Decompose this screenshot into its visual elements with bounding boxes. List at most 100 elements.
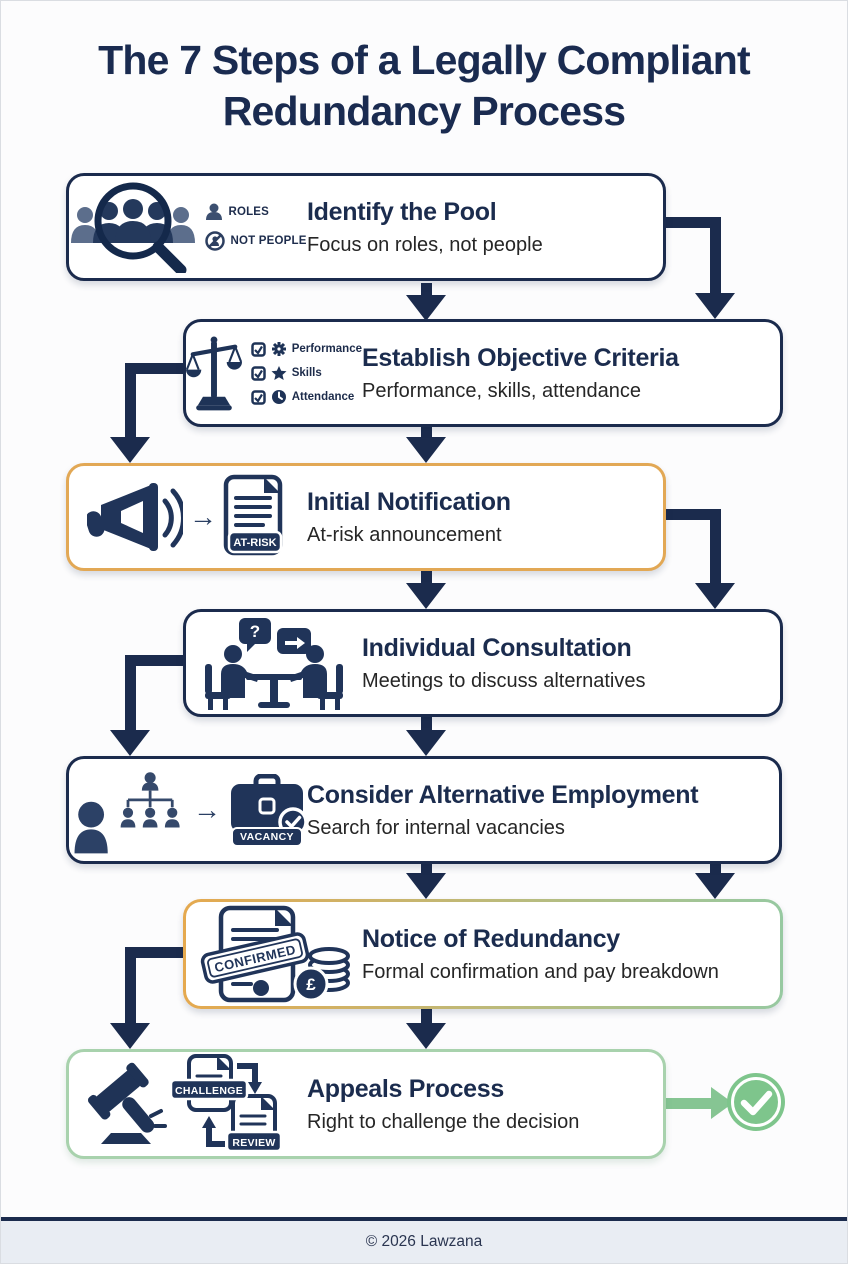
connector-elbow-right-1-v bbox=[710, 217, 721, 293]
connector-elbow-left-2-head bbox=[110, 730, 150, 756]
review-badge: REVIEW bbox=[232, 1137, 275, 1149]
step-box-objective-criteria: Performance Skills Att bbox=[183, 319, 783, 427]
step-subtitle: Right to challenge the decision bbox=[307, 1110, 580, 1133]
megaphone-icon bbox=[87, 483, 183, 551]
page-title: The 7 Steps of a Legally Compliant Redun… bbox=[1, 35, 847, 137]
arrow-right-icon: → bbox=[193, 794, 221, 825]
step-subtitle: At-risk announcement bbox=[307, 523, 502, 546]
challenge-badge: CHALLENGE bbox=[175, 1085, 243, 1097]
connector-elbow-left-1-v bbox=[125, 363, 136, 437]
connector-down-2 bbox=[421, 425, 432, 437]
connector-elbow-right-1-head bbox=[695, 293, 735, 319]
criteria-attendance-row: Attendance bbox=[250, 389, 362, 405]
connector-down-4 bbox=[421, 717, 432, 730]
step-subtitle: Meetings to discuss alternatives bbox=[362, 669, 646, 692]
step-box-individual-consultation: ? Individual Consultation Meetings to di… bbox=[183, 609, 783, 717]
meeting-table-icon: ? bbox=[205, 618, 343, 710]
not-people-label: NOT PEOPLE bbox=[230, 235, 307, 247]
scales-icon bbox=[186, 336, 243, 411]
connector-down-1-head bbox=[406, 295, 446, 321]
step-subtitle: Performance, skills, attendance bbox=[362, 379, 642, 402]
connector-elbow-left-2-v bbox=[125, 655, 136, 730]
no-person-icon bbox=[205, 231, 226, 251]
skills-label: Skills bbox=[291, 367, 322, 379]
step-subtitle: Formal confirmation and pay breakdown bbox=[362, 960, 719, 983]
success-arrow-shaft bbox=[663, 1098, 711, 1109]
at-risk-document-icon: AT-RISK bbox=[223, 474, 283, 556]
confirmed-document-coins-icon: CONFIRMED £ bbox=[186, 904, 362, 1004]
step-box-notice-of-redundancy: CONFIRMED £ Notice of Redundancy Formal … bbox=[183, 899, 783, 1009]
confirmed-doc-icon: CONFIRMED £ bbox=[200, 905, 350, 1003]
step-box-appeals-process: CHALLENGE REVIEW Appeals Process Right t… bbox=[66, 1049, 666, 1159]
roles-label-row: ROLES bbox=[205, 203, 306, 221]
connector-down-4-head bbox=[406, 730, 446, 756]
not-people-label-row: NOT PEOPLE bbox=[205, 231, 306, 251]
at-risk-badge: AT-RISK bbox=[233, 537, 276, 549]
connector-down-3-head bbox=[406, 583, 446, 609]
footer-bar: © 2026 Lawzana bbox=[1, 1217, 847, 1263]
connector-elbow-right-2-v bbox=[710, 509, 721, 583]
connector-elbow-left-3-h bbox=[125, 947, 187, 958]
connector-down-5 bbox=[421, 863, 432, 873]
checkmark-glyph bbox=[740, 1090, 773, 1116]
connector-elbow-right-2-head bbox=[695, 583, 735, 609]
step-title: Establish Objective Criteria bbox=[362, 343, 679, 372]
person-icon bbox=[206, 203, 223, 220]
megaphone-document-icon: → AT-RISK bbox=[69, 474, 307, 560]
connector-right-down-3 bbox=[710, 863, 721, 873]
step-box-alternative-employment: → VACANCY Consider Alternative Employmen… bbox=[66, 756, 782, 864]
connector-elbow-left-1-h bbox=[125, 363, 187, 374]
connector-right-down-3-head bbox=[695, 873, 735, 899]
connector-elbow-left-3-head bbox=[110, 1023, 150, 1049]
orgchart-briefcase-icon: → VACANCY bbox=[69, 763, 307, 857]
challenge-review-cycle-icon: CHALLENGE REVIEW bbox=[169, 1054, 283, 1153]
checkbox-icon bbox=[250, 341, 266, 357]
step-title: Initial Notification bbox=[307, 487, 511, 516]
people-pool-magnifier-icon: ROLES NOT PEOPLE bbox=[69, 181, 307, 273]
pound-coin: £ bbox=[306, 975, 316, 994]
connector-down-6 bbox=[421, 1009, 432, 1023]
page-title-line2: Redundancy Process bbox=[222, 87, 626, 134]
connector-down-1 bbox=[421, 283, 432, 295]
connector-down-6-head bbox=[406, 1023, 446, 1049]
checkbox-icon bbox=[250, 365, 266, 381]
page-title-line1: The 7 Steps of a Legally Compliant bbox=[98, 37, 751, 83]
consultation-meeting-icon: ? bbox=[186, 616, 362, 710]
question-bubble: ? bbox=[250, 622, 260, 641]
connector-elbow-right-1-h bbox=[661, 217, 721, 228]
gear-icon bbox=[271, 342, 286, 356]
criteria-performance-row: Performance bbox=[250, 341, 362, 357]
step-title: Consider Alternative Employment bbox=[307, 780, 699, 809]
step-box-identify-pool: ROLES NOT PEOPLE Identify the Pool Focus… bbox=[66, 173, 666, 281]
copyright-text: © 2026 Lawzana bbox=[365, 1233, 483, 1250]
criteria-skills-row: Skills bbox=[250, 365, 362, 381]
roles-label: ROLES bbox=[228, 206, 270, 218]
checkbox-icon bbox=[250, 389, 266, 405]
connector-down-3 bbox=[421, 571, 432, 583]
step-title: Notice of Redundancy bbox=[362, 924, 620, 953]
step-title: Identify the Pool bbox=[307, 197, 497, 226]
star-icon bbox=[271, 366, 287, 380]
clock-icon bbox=[271, 390, 286, 404]
step-subtitle: Focus on roles, not people bbox=[307, 233, 543, 256]
org-chart-icon bbox=[74, 772, 180, 854]
arrow-right-icon: → bbox=[189, 501, 217, 532]
connector-elbow-left-1-head bbox=[110, 437, 150, 463]
connector-down-5-head bbox=[406, 873, 446, 899]
crowd-magnifier-icon bbox=[71, 182, 196, 273]
vacancy-briefcase-icon: VACANCY bbox=[227, 773, 307, 847]
gavel-icon bbox=[87, 1062, 167, 1144]
scales-checklist-icon: Performance Skills Att bbox=[186, 327, 362, 419]
connector-elbow-left-3-v bbox=[125, 947, 136, 1023]
connector-elbow-left-2-h bbox=[125, 655, 187, 666]
connector-elbow-right-2-h bbox=[661, 509, 721, 520]
step-box-initial-notification: → AT-RISK Initial Notification At-risk a… bbox=[66, 463, 666, 571]
step-title: Appeals Process bbox=[307, 1074, 504, 1103]
gavel-appeal-cycle-icon: CHALLENGE REVIEW bbox=[69, 1054, 307, 1154]
performance-label: Performance bbox=[291, 343, 362, 355]
attendance-label: Attendance bbox=[291, 391, 355, 403]
success-check-icon bbox=[727, 1073, 785, 1131]
step-subtitle: Search for internal vacancies bbox=[307, 816, 565, 839]
connector-down-2-head bbox=[406, 437, 446, 463]
